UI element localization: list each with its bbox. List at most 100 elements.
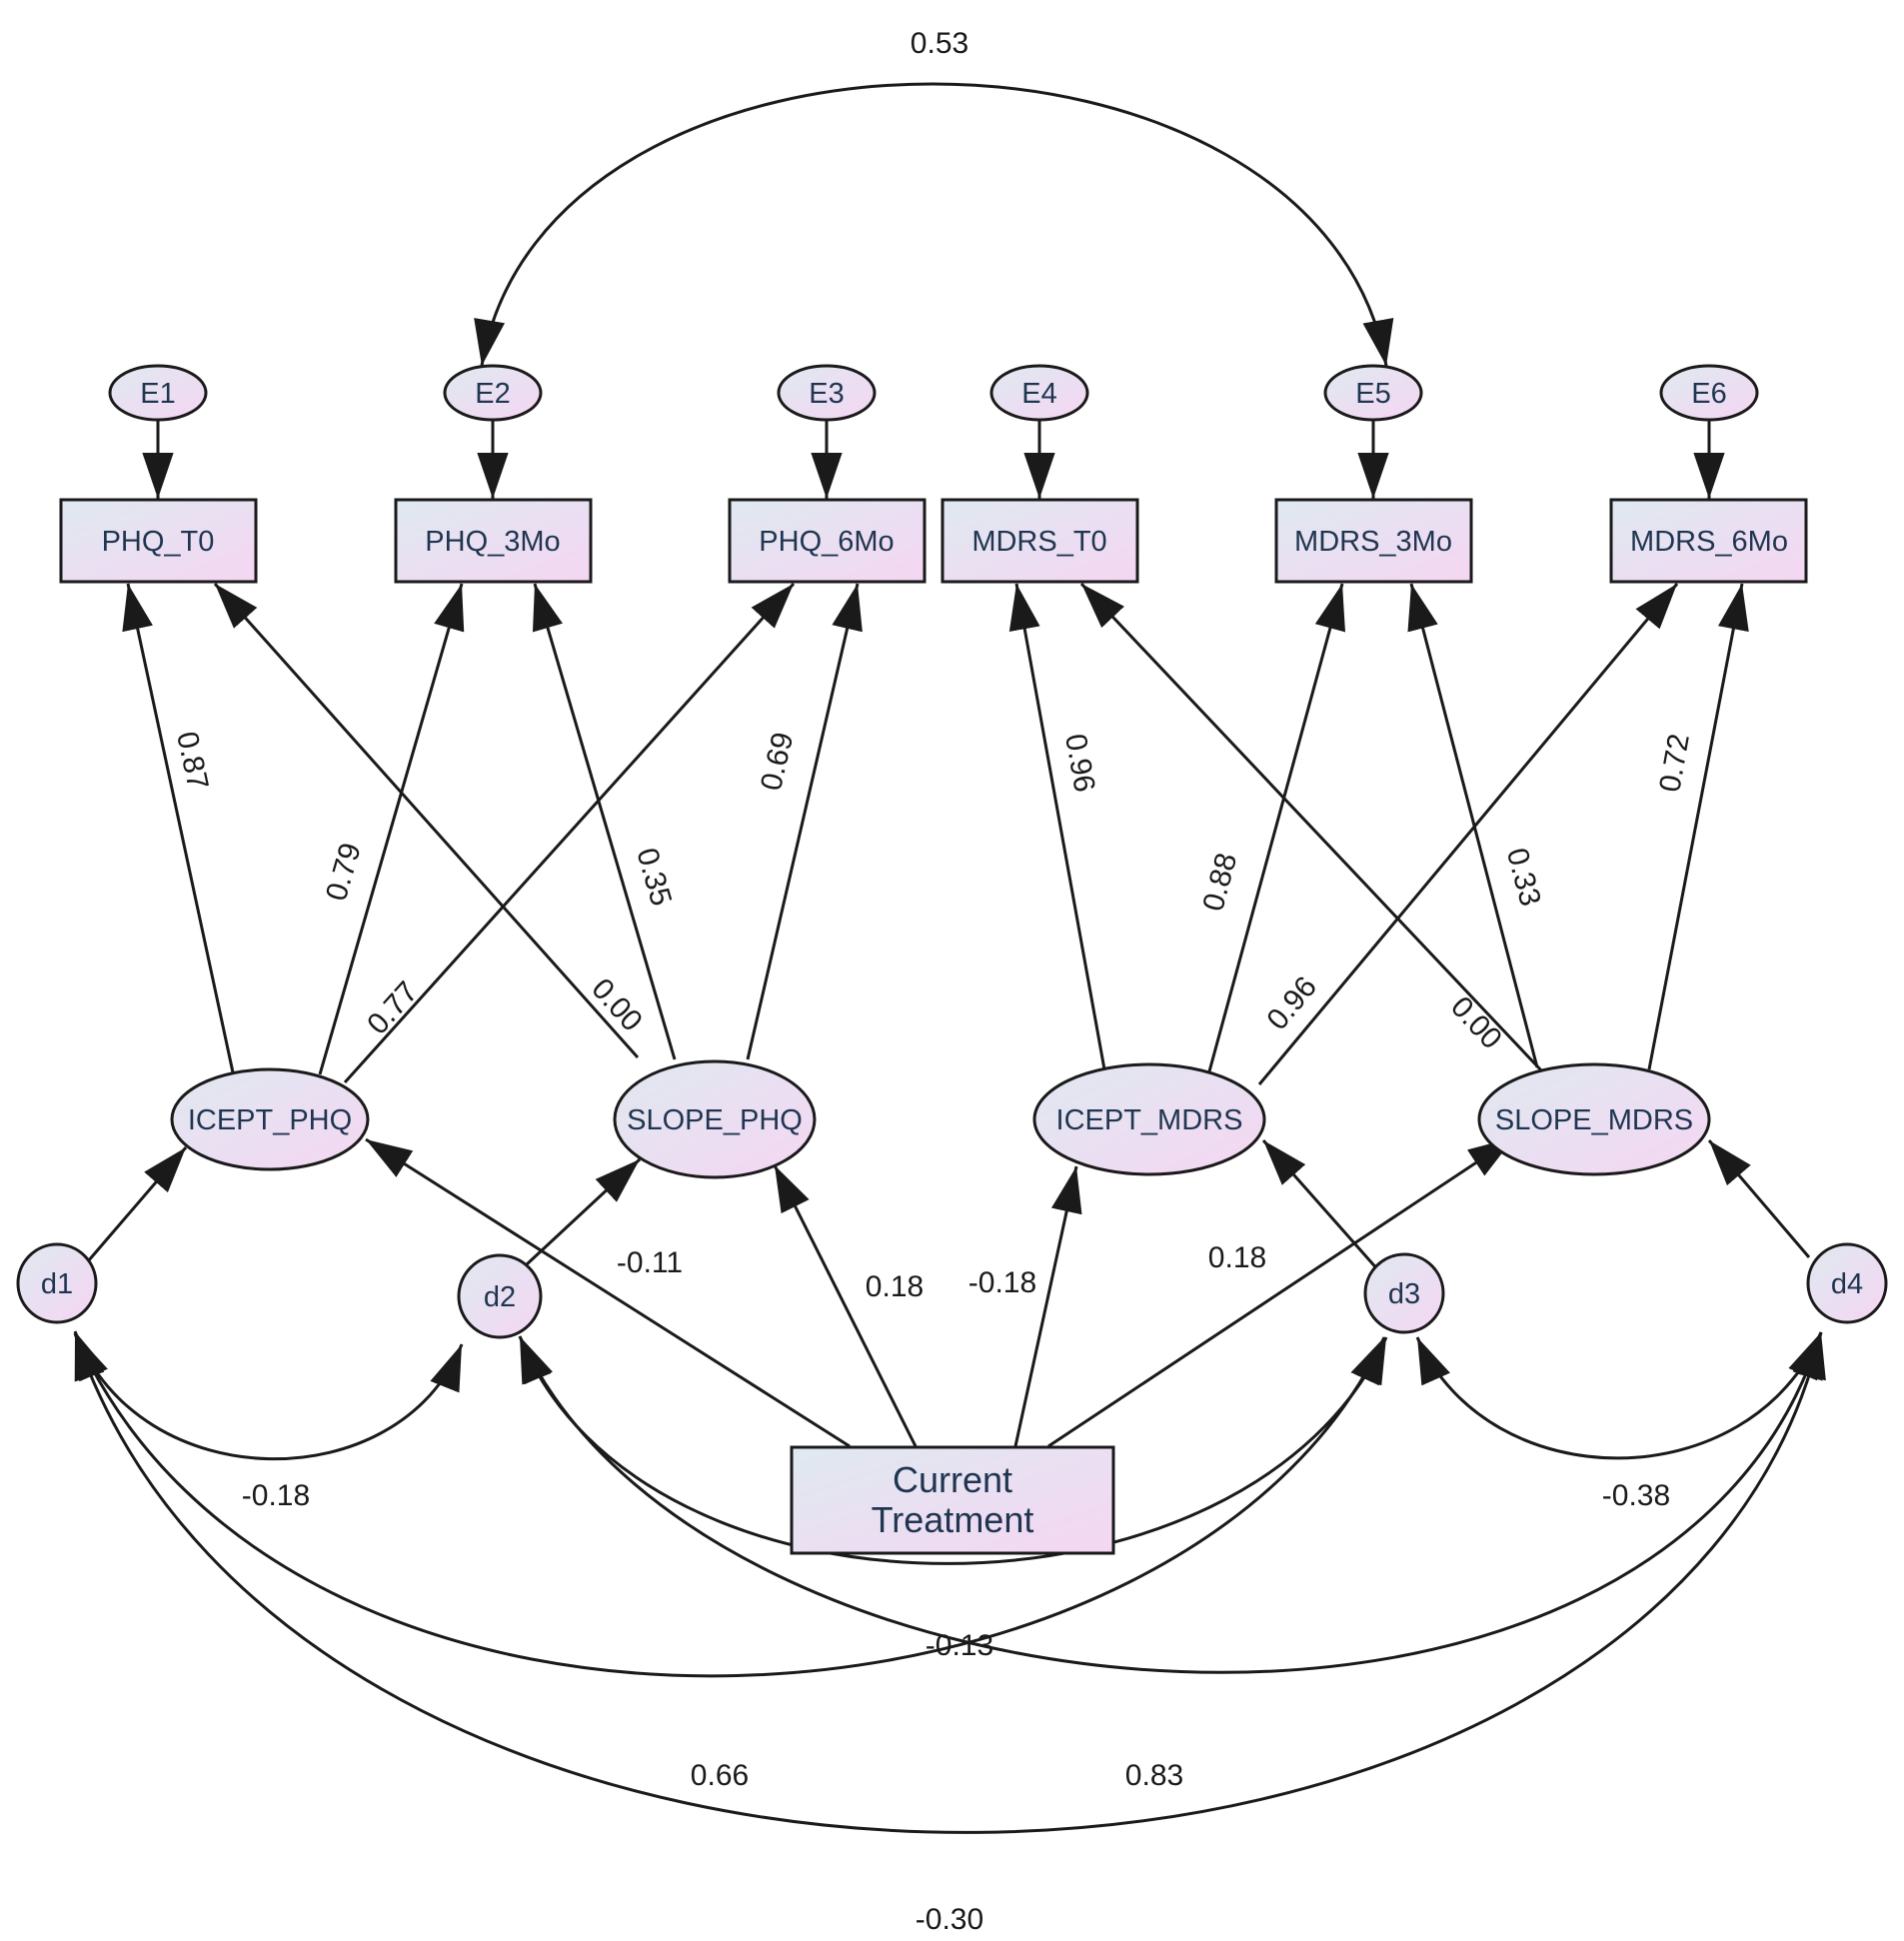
label-mdrs-t0: MDRS_T0 (971, 526, 1106, 558)
node-icept-mdrs (1032, 1062, 1266, 1176)
node-e3 (777, 364, 877, 422)
node-e2 (443, 364, 543, 422)
current-treatment: Current Treatment (790, 1445, 1115, 1555)
path-d4-slope-mdrs (1707, 1139, 1811, 1258)
node-e5 (1323, 364, 1423, 422)
label-icept-phq: ICEPT_PHQ (188, 1104, 352, 1136)
label-e4: E4 (1021, 378, 1056, 410)
path-slope-phq-6mo (746, 583, 863, 1060)
label-mdrs-3mo: MDRS_3Mo (1294, 526, 1452, 558)
node-icept-phq (170, 1067, 370, 1171)
node-phq-t0 (59, 498, 258, 584)
label-phq-t0: PHQ_T0 (102, 526, 215, 558)
coef-slope-mdrs-t0: 0.00 (1444, 990, 1508, 1055)
coef-slope-mdrs-3mo: 0.33 (1500, 845, 1547, 910)
node-mdrs-t0 (941, 498, 1139, 584)
path-icept-phq-3mo (318, 583, 465, 1075)
coef-treat-icept-mdrs: -0.18 (968, 1266, 1036, 1299)
coef-icept-mdrs-3mo: 0.88 (1196, 850, 1243, 915)
cov-d1-d3 (73, 1332, 1386, 1678)
coef-e2-e5: 0.53 (911, 27, 968, 60)
node-e1 (108, 364, 208, 422)
coef-treat-slope-phq: 0.18 (866, 1270, 924, 1303)
disturbances: d1 d2 d3 d4 (16, 1242, 1888, 1339)
coef-treat-icept-phq: -0.11 (617, 1246, 683, 1279)
label-e3: E3 (809, 378, 844, 410)
path-treat-slope-phq (773, 1164, 918, 1447)
node-current-treatment (790, 1445, 1115, 1555)
label-icept-mdrs: ICEPT_MDRS (1056, 1104, 1243, 1136)
node-slope-mdrs (1477, 1062, 1711, 1176)
coef-d1-d2: -0.18 (242, 1479, 310, 1512)
node-phq-6mo (728, 498, 927, 584)
cov-d2-d4 (518, 1331, 1823, 1674)
cov-d3-d4 (1415, 1331, 1823, 1460)
cov-e2-e5 (474, 82, 1394, 367)
label-e6: E6 (1691, 378, 1726, 410)
label-current-treatment-line1: Current (893, 1459, 1012, 1500)
coefficient-labels: 0.53 0.87 0.79 0.77 0.00 0.35 0.69 0.96 … (170, 27, 1696, 1936)
coef-icept-phq-3mo: 0.79 (320, 840, 368, 905)
coef-slope-phq-t0: 0.00 (585, 972, 649, 1037)
path-slope-phq-t0 (213, 583, 640, 1058)
node-d2 (457, 1253, 543, 1339)
path-slope-mdrs-t0 (1079, 582, 1544, 1073)
coef-slope-phq-3mo: 0.35 (630, 845, 678, 910)
error-terms: E1 E2 E3 E4 E5 E6 (108, 364, 1759, 422)
label-d4: d4 (1831, 1268, 1863, 1300)
latent-factors: ICEPT_PHQ SLOPE_PHQ ICEPT_MDRS SLOPE_MDR… (170, 1059, 1711, 1179)
coef-d1-d4: -0.30 (916, 1903, 983, 1936)
node-phq-3mo (394, 498, 593, 584)
path-slope-mdrs-3mo (1407, 583, 1539, 1068)
observed-variables: PHQ_T0 PHQ_3Mo PHQ_6Mo MDRS_T0 MDRS_3Mo … (59, 498, 1808, 584)
label-d1: d1 (41, 1268, 73, 1300)
coef-d1-d3: 0.66 (691, 1759, 749, 1792)
label-e5: E5 (1355, 378, 1390, 410)
coef-d2-d4: 0.83 (1125, 1759, 1183, 1792)
cov-d1-d4 (73, 1331, 1826, 1834)
node-mdrs-6mo (1609, 498, 1808, 584)
coef-icept-mdrs-t0: 0.96 (1058, 732, 1101, 795)
path-d3-icept-mdrs (1261, 1139, 1381, 1272)
path-d1-icept-phq (86, 1146, 188, 1262)
path-icept-mdrs-t0 (1008, 583, 1106, 1070)
label-phq-3mo: PHQ_3Mo (425, 526, 560, 558)
path-slope-phq-3mo (532, 583, 677, 1060)
path-treat-icept-phq (365, 1137, 851, 1448)
path-icept-phq-t0 (122, 583, 235, 1073)
node-mdrs-3mo (1274, 498, 1473, 584)
label-current-treatment-line2: Treatment (872, 1499, 1034, 1540)
path-treat-icept-mdrs (1013, 1165, 1082, 1447)
coef-d2-d3: -0.13 (926, 1629, 993, 1662)
path-icept-mdrs-3mo (1207, 583, 1345, 1072)
label-slope-phq: SLOPE_PHQ (627, 1104, 803, 1136)
label-mdrs-6mo: MDRS_6Mo (1630, 526, 1788, 558)
label-e1: E1 (140, 378, 175, 410)
label-e2: E2 (475, 378, 510, 410)
node-d1 (16, 1242, 98, 1324)
edges (73, 82, 1826, 1834)
coef-d3-d4: -0.38 (1602, 1479, 1670, 1512)
node-e6 (1659, 364, 1759, 422)
path-treat-slope-mdrs (1047, 1135, 1515, 1448)
node-e4 (989, 364, 1089, 422)
coef-icept-phq-t0: 0.87 (170, 729, 214, 793)
cov-d2-d3 (518, 1335, 1388, 1565)
coef-treat-slope-mdrs: 0.18 (1208, 1241, 1266, 1274)
path-slope-mdrs-6mo (1647, 583, 1749, 1070)
label-slope-mdrs: SLOPE_MDRS (1495, 1104, 1693, 1136)
cov-d1-d2 (73, 1330, 464, 1461)
path-icept-mdrs-6mo (1257, 583, 1679, 1085)
coef-icept-phq-6mo: 0.77 (361, 975, 425, 1040)
path-icept-phq-6mo (343, 582, 796, 1084)
coef-icept-mdrs-6mo: 0.96 (1260, 970, 1323, 1036)
coef-slope-phq-6mo: 0.69 (755, 730, 800, 794)
label-d3: d3 (1388, 1278, 1420, 1310)
node-slope-phq (613, 1059, 817, 1179)
path-d2-slope-phq (525, 1157, 642, 1266)
label-phq-6mo: PHQ_6Mo (759, 526, 894, 558)
label-d2: d2 (484, 1281, 516, 1313)
node-d3 (1363, 1252, 1445, 1334)
coef-slope-mdrs-6mo: 0.72 (1653, 732, 1696, 795)
